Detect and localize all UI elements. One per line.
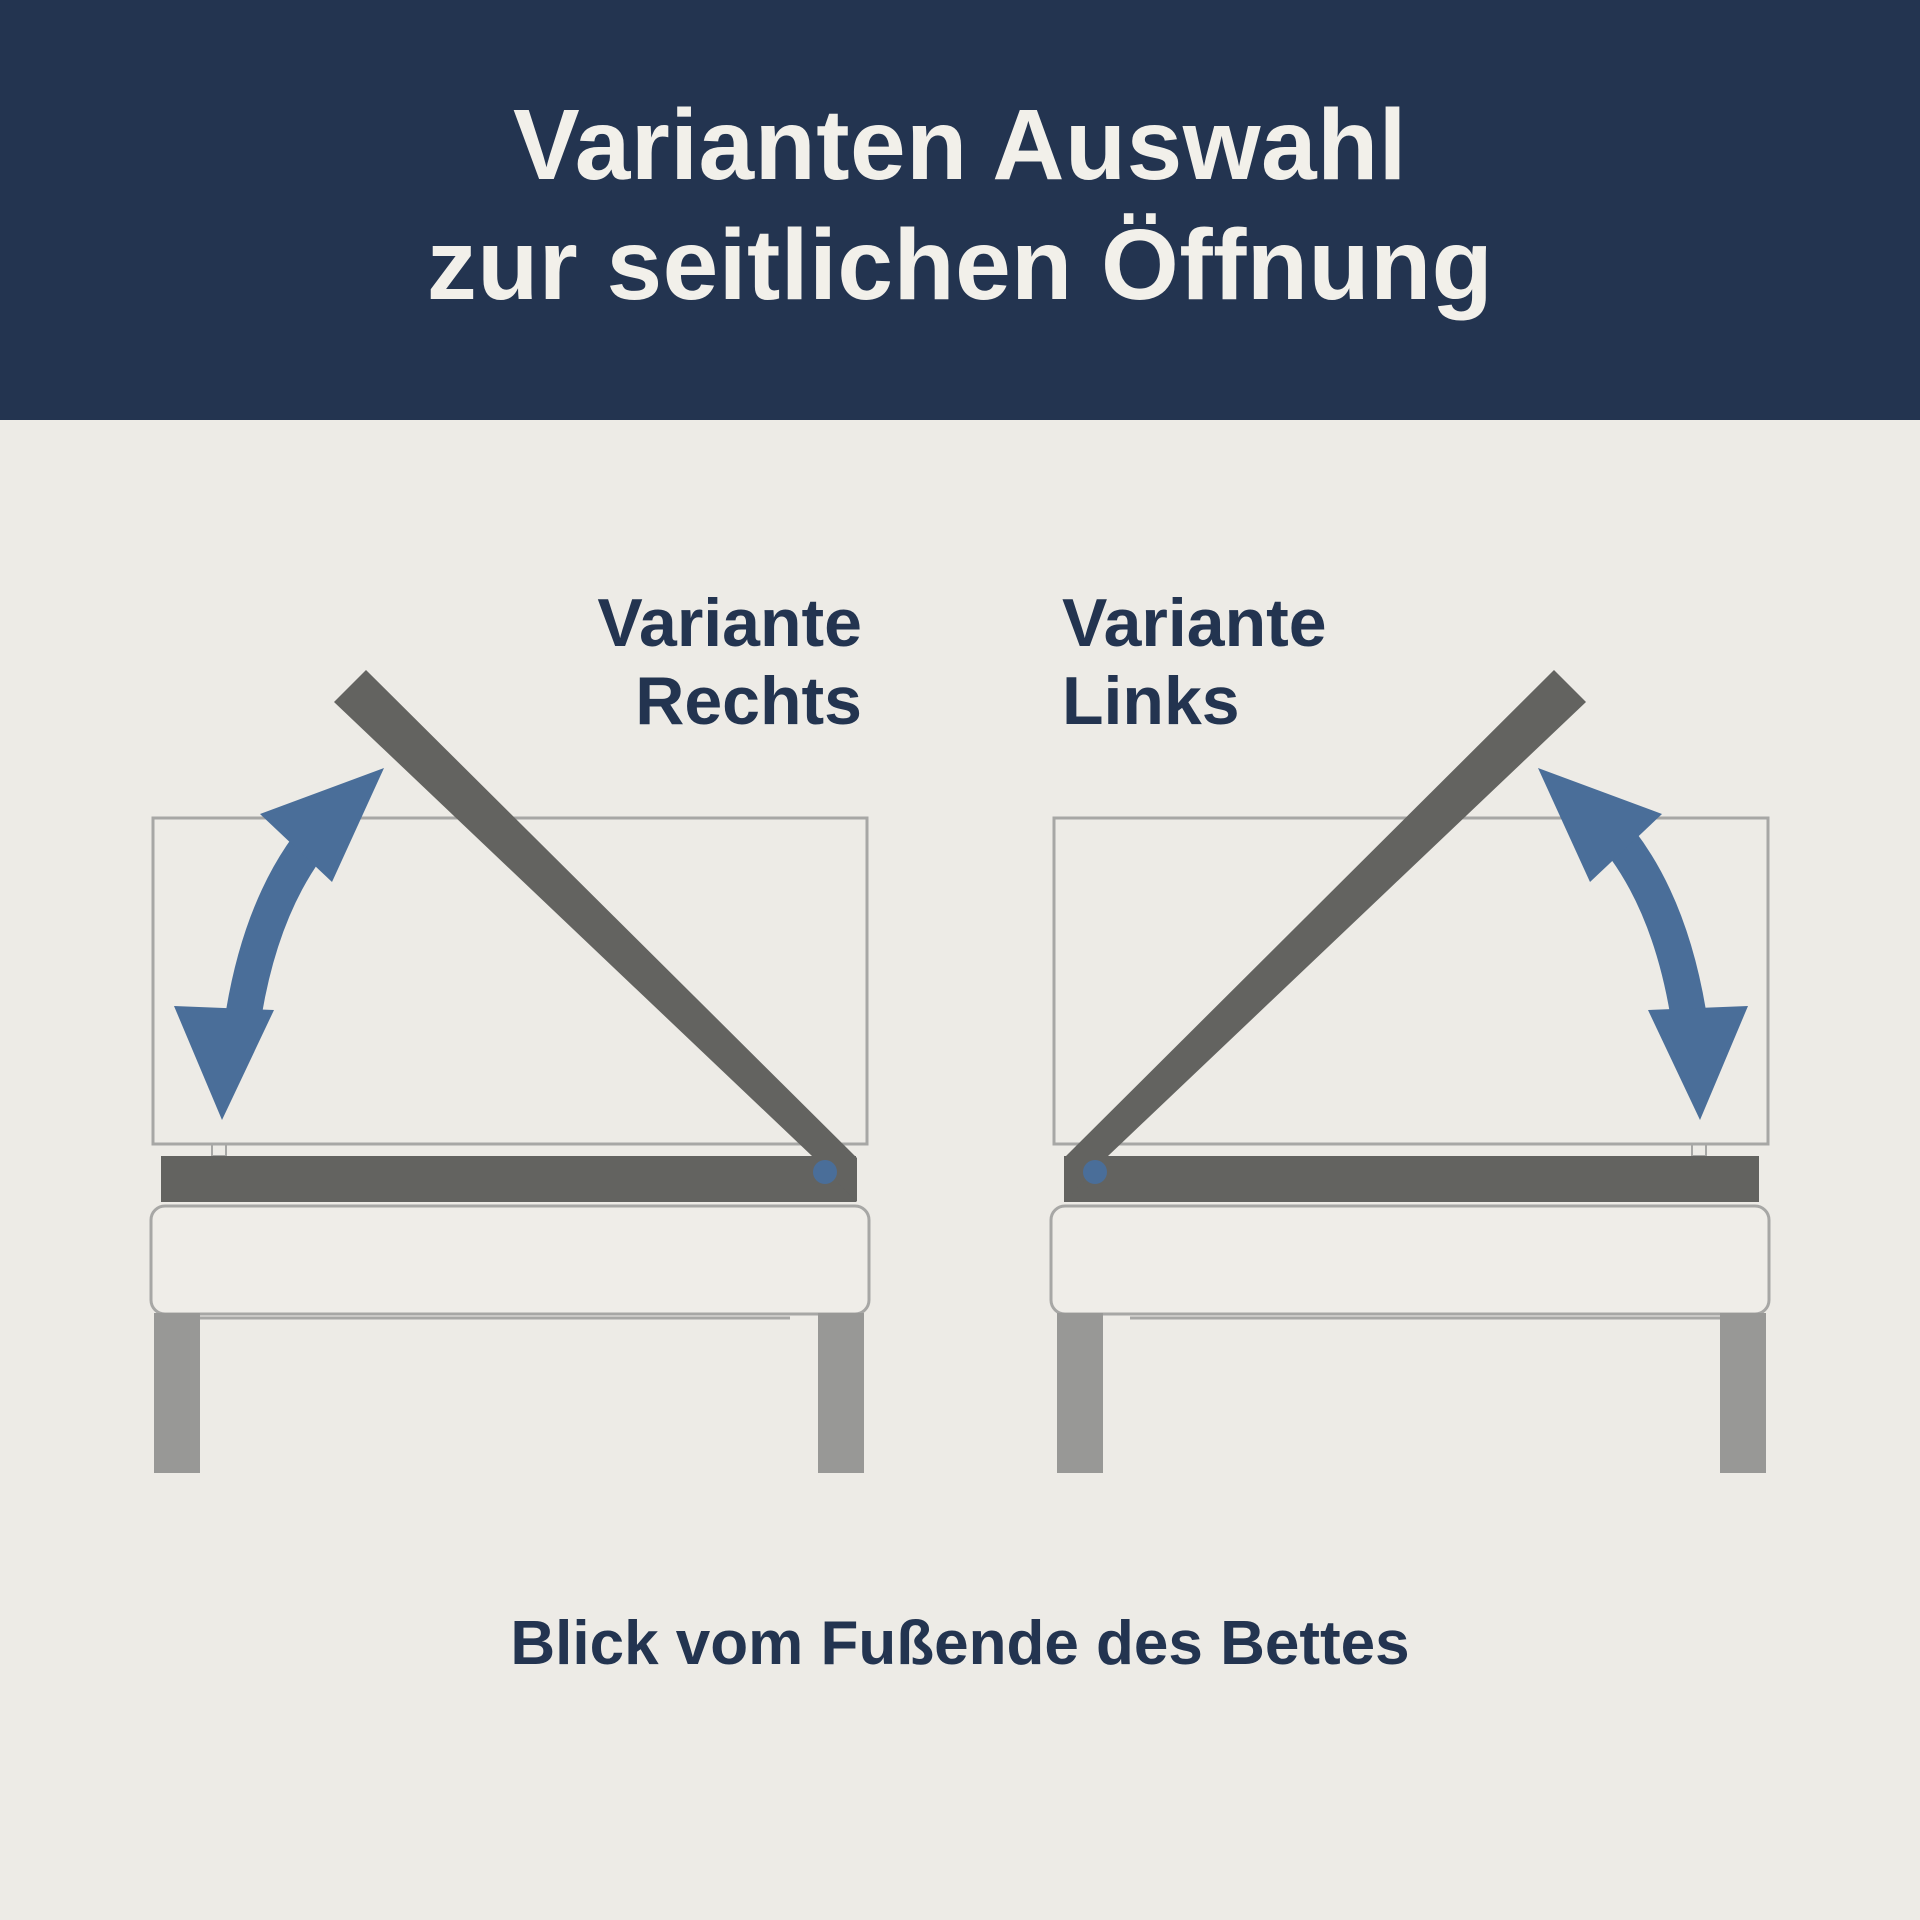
bed-leg-left	[154, 1313, 200, 1473]
bed-leg-right	[1720, 1313, 1766, 1473]
hinge-post	[211, 1143, 227, 1157]
variant-right-line1: Variante	[597, 585, 862, 661]
title-line-1: Varianten Auswahl	[513, 89, 1407, 201]
opening-arrow-head-down	[1648, 1006, 1748, 1120]
bed-variant-right	[149, 670, 871, 1473]
header-banner: Varianten Auswahl zur seitlichen Öffnung	[0, 0, 1920, 420]
hinge-dot	[1083, 1160, 1107, 1184]
bed-base	[149, 1204, 871, 1316]
bed-frame-bar	[1064, 1156, 1759, 1202]
opened-lid	[1064, 670, 1586, 1202]
opening-arrow-head-down	[174, 1006, 274, 1120]
caption: Blick vom Fußende des Bettes	[510, 1609, 1410, 1678]
variant-left-line2: Links	[1062, 663, 1240, 739]
variant-label-left: Variante Links	[1062, 584, 1327, 740]
bed-variant-left	[1049, 670, 1771, 1473]
opening-arrow-head-up	[1538, 768, 1662, 882]
opening-arrow-head-up	[260, 768, 384, 882]
title-line-2: zur seitlichen Öffnung	[426, 209, 1494, 321]
bed-leg-left	[1057, 1313, 1103, 1473]
opened-lid	[334, 670, 857, 1202]
bed-frame-bar	[161, 1156, 856, 1202]
variant-right-line2: Rechts	[635, 663, 862, 739]
diagram-area: Variante Rechts Variante Links Blick vom…	[0, 420, 1920, 1920]
hinge-dot	[813, 1160, 837, 1184]
bed-base	[1049, 1204, 1771, 1316]
variant-label-right: Variante Rechts	[597, 584, 862, 740]
bed-leg-right	[818, 1313, 864, 1473]
hinge-post	[1691, 1143, 1707, 1157]
variant-left-line1: Variante	[1062, 585, 1327, 661]
bed-diagram-svg	[149, 670, 1771, 1473]
